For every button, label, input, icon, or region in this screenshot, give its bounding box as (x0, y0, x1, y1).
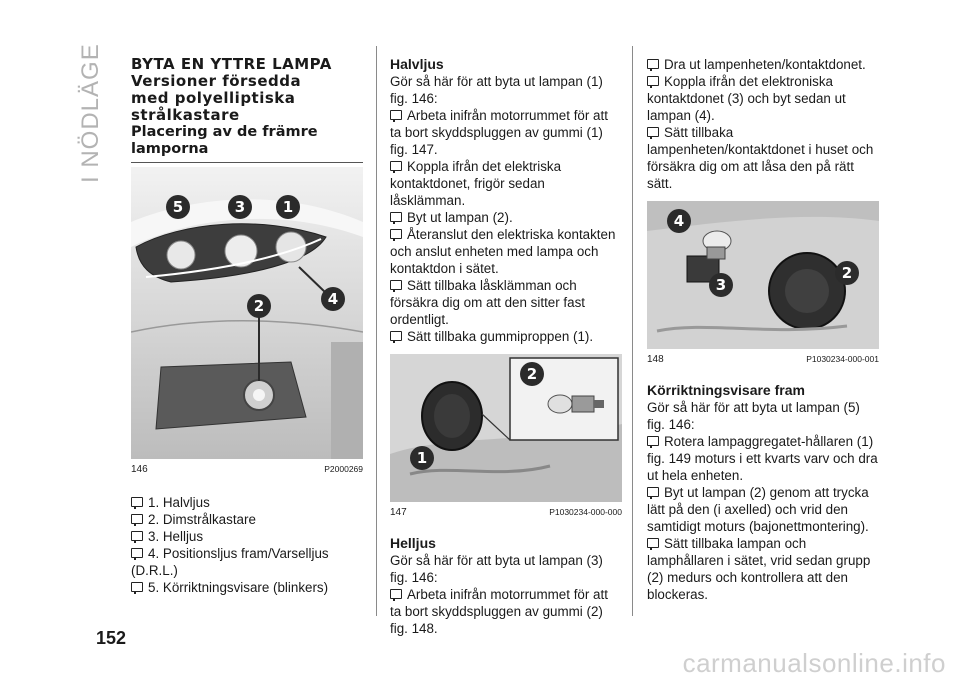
rubber-plug-illustration (390, 354, 622, 502)
column-3: Dra ut lampenheten/kontaktdonet. Koppla … (647, 56, 879, 603)
callout-4: 4 (667, 209, 691, 233)
bullet-icon (647, 487, 659, 499)
figure-147-rubber-plug: 2 1 (390, 354, 622, 502)
column-2: Halvljus Gör så här för att byta ut lamp… (390, 56, 622, 637)
intro-text: Gör så här för att byta ut lampan (3) fi… (390, 553, 603, 585)
step: Sätt tillbaka lampan och lamphållaren i … (647, 536, 871, 602)
callout-2: 2 (247, 294, 271, 318)
callout-4: 4 (321, 287, 345, 311)
callout-2: 2 (835, 261, 859, 285)
figure-code: P2000269 (324, 464, 363, 474)
bullet-icon (131, 548, 143, 560)
section-title-line: BYTA EN YTTRE LAMPA (131, 55, 332, 73)
step: Sätt tillbaka lampenheten/kontaktdonet i… (647, 125, 874, 191)
callout-1: 1 (276, 195, 300, 219)
bullet-icon (131, 582, 143, 594)
figure-number: 147 (390, 507, 407, 518)
bullet-icon (390, 161, 402, 173)
step: Sätt tillbaka låsklämman och försäkra di… (390, 278, 585, 327)
bullet-icon (131, 497, 143, 509)
step: Sätt tillbaka gummiproppen (1). (390, 328, 622, 345)
bullet-icon (647, 59, 659, 71)
step: Arbeta inifrån motorrummet för att ta bo… (390, 108, 608, 157)
heading-helljus: Helljus (390, 535, 436, 551)
step: Arbeta inifrån motorrummet för att ta bo… (390, 587, 608, 636)
step: Rotera lampaggregatet-hållaren (1) fig. … (647, 434, 878, 483)
bullet-icon (131, 531, 143, 543)
bullet-icon (390, 280, 402, 292)
callout-5: 5 (166, 195, 190, 219)
step: Dra ut lampenheten/kontaktdonet. (647, 56, 879, 73)
bullet-icon (390, 331, 402, 343)
list-item: 2. Dimstrålkastare (131, 511, 363, 528)
watermark: carmanualsonline.info (682, 648, 946, 678)
figure-number: 148 (647, 354, 664, 365)
list-item-continued: (D.R.L.) (131, 563, 178, 578)
figure-caption: 147 P1030234-000-000 (390, 504, 622, 521)
figure-caption: 146 P2000269 (131, 461, 363, 478)
bullet-icon (647, 538, 659, 550)
bullet-icon (390, 110, 402, 122)
bullet-icon (390, 212, 402, 224)
column-divider (376, 46, 377, 616)
figure-code: P1030234-000-000 (549, 507, 622, 517)
figure-number: 146 (131, 464, 148, 475)
heading-halvljus: Halvljus (390, 56, 444, 72)
callout-3: 3 (228, 195, 252, 219)
section-title-line: med polyelliptiska (131, 89, 296, 107)
step: Byt ut lampan (2) genom att trycka lätt … (647, 485, 869, 534)
heading-rule (131, 162, 363, 163)
intro-text: Gör så här för att byta ut lampan (5) fi… (647, 400, 860, 432)
list-item: 5. Körriktningsvisare (blinkers) (131, 579, 363, 596)
heading-korriktningsvisare: Körriktningsvisare fram (647, 382, 805, 398)
figure-code: P1030234-000-001 (806, 354, 879, 364)
callout-1: 1 (410, 446, 434, 470)
bullet-icon (131, 514, 143, 526)
column-divider (632, 46, 633, 616)
bullet-icon (390, 589, 402, 601)
page-number: 152 (96, 628, 127, 648)
bullet-icon (390, 229, 402, 241)
figure-caption: 148 P1030234-000-001 (647, 351, 879, 368)
section-title-line: strålkastare (131, 106, 240, 124)
step: Koppla ifrån det elektriska kontaktdonet… (390, 159, 562, 208)
list-item: 4. Positionsljus fram/Varselljus (131, 545, 363, 562)
lamp-list: 1. Halvljus 2. Dimstrålkastare 3. Hellju… (131, 494, 363, 596)
section-tab: I NÖDLÄGE (77, 43, 104, 183)
step: Byt ut lampan (2). (390, 209, 622, 226)
column-1: BYTA EN YTTRE LAMPA Versioner försedda m… (131, 56, 363, 596)
callout-2: 2 (520, 362, 544, 386)
figure-148-high-beam: 4 3 2 (647, 201, 879, 349)
list-item: 1. Halvljus (131, 494, 363, 511)
callout-3: 3 (709, 273, 733, 297)
bullet-icon (647, 127, 659, 139)
figure-146-headlight: 5 3 1 4 2 (131, 167, 363, 459)
intro-text: Gör så här för att byta ut lampan (1) fi… (390, 74, 603, 106)
section-title-line: Versioner försedda (131, 72, 302, 90)
section-subtitle: Placering av de främre lamporna (131, 124, 318, 157)
step: Återanslut den elektriska kontakten och … (390, 227, 616, 276)
bullet-icon (647, 76, 659, 88)
bullet-icon (647, 436, 659, 448)
list-item: 3. Helljus (131, 528, 363, 545)
step: Koppla ifrån det elektroniska kontaktdon… (647, 74, 846, 123)
